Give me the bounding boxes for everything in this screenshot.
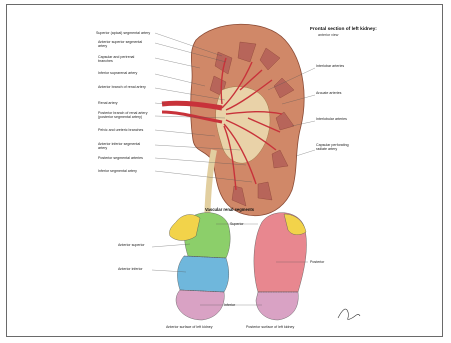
label-renal-artery: Renal artery: [98, 101, 118, 105]
label-arcuate-arteries: Arcuate arteries: [316, 91, 350, 95]
label-inferior-suprarenal-artery: Inferior suprarenal artery: [98, 71, 150, 75]
label-segment-posterior: Posterior: [310, 260, 324, 264]
posterior-kidney: [254, 213, 307, 320]
segment-anterior-inferior: [177, 256, 228, 292]
label-posterior-segmental-arteries: Posterior segmental arteries: [98, 156, 143, 160]
label-capsular-perirenal-branches: Capsular and perirenal branches: [98, 55, 150, 63]
label-anterior-branch-renal-artery: Anterior branch of renal artery: [98, 85, 150, 89]
label-segment-superior: Superior: [230, 222, 244, 226]
label-anterior-inferior-segmental-artery: Anterior inferior segmental artery: [98, 142, 150, 150]
caption-anterior-surface: Anterior surface of left kidney: [166, 325, 213, 329]
label-anterior-superior-segmental-artery: Anterior superior segmental artery: [98, 40, 150, 48]
label-interlobar-arteries: Interlobar arteries: [316, 64, 350, 68]
label-segment-anterior-superior: Anterior superior: [118, 243, 150, 247]
segments-title: Vascular renal segments: [205, 207, 254, 212]
label-interlobular-arteries: Interlobular arteries: [316, 117, 350, 121]
label-posterior-branch-renal-artery: Posterior branch of renal artery (poster…: [98, 111, 154, 119]
label-inferior-segmental-artery: Inferior segmental artery: [98, 169, 137, 173]
label-superior-apical-segmental-artery: Superior (apical) segmental artery: [96, 31, 150, 35]
label-capsular-perforating-radiate-artery: Capsular perforating radiate artery: [316, 143, 352, 151]
signature-mark: [338, 309, 360, 319]
anterior-kidney: [169, 213, 230, 320]
segment-inferior-posterior: [256, 292, 298, 320]
label-pelvic-ureteric-branches: Pelvic and ureteric branches: [98, 128, 143, 132]
figure-subtitle: anterior view: [318, 33, 338, 37]
caption-posterior-surface: Posterior surface of left kidney: [246, 325, 294, 329]
figure-title: Frontal section of left kidney:: [310, 27, 377, 32]
label-segment-anterior-inferior: Anterior inferior: [118, 267, 150, 271]
label-segment-inferior: Inferior: [224, 303, 235, 307]
segment-superior-anterior: [169, 215, 200, 241]
